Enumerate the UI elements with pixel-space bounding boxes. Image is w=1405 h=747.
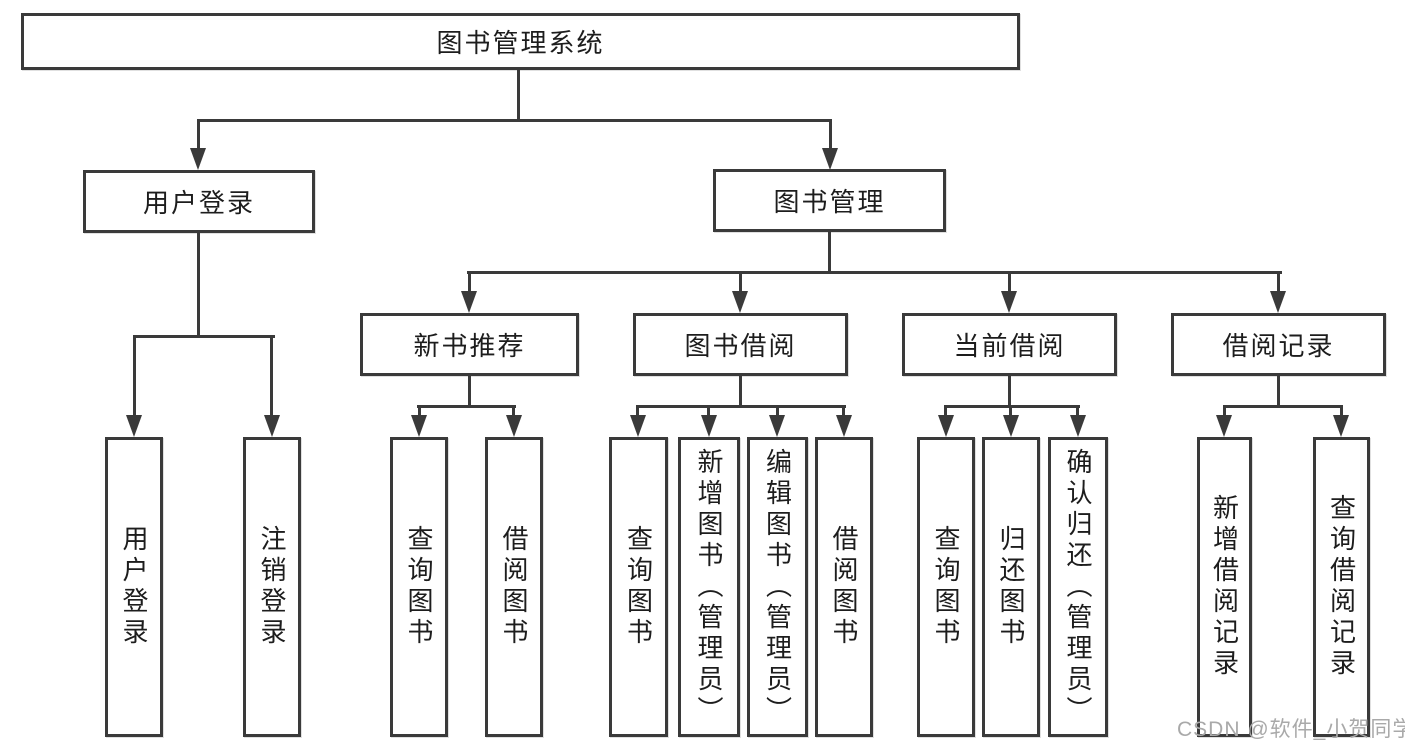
arrow-down-icon bbox=[701, 415, 717, 437]
leaf-add-borrow-record: 新增借阅记录 bbox=[1197, 437, 1252, 737]
connector-line bbox=[1223, 405, 1343, 408]
connector-line bbox=[1223, 405, 1226, 417]
connector-line bbox=[944, 405, 947, 417]
leaf-query-books: 查询图书 bbox=[390, 437, 448, 737]
arrow-down-icon bbox=[938, 415, 954, 437]
node-library-management-system: 图书管理系统 bbox=[21, 13, 1020, 70]
leaf-user-login: 用户登录 bbox=[105, 437, 163, 737]
arrow-down-icon bbox=[1216, 415, 1232, 437]
leaf-confirm-return-admin: 确认归还（管理员） bbox=[1048, 437, 1108, 737]
leaf-add-book-admin: 新增图书（管理员） bbox=[678, 437, 740, 737]
arrow-down-icon bbox=[769, 415, 785, 437]
arrow-down-icon bbox=[1001, 291, 1017, 313]
connector-line bbox=[1340, 405, 1343, 417]
connector-line bbox=[1009, 405, 1012, 417]
arrow-down-icon bbox=[836, 415, 852, 437]
leaf-return-books: 归还图书 bbox=[982, 437, 1040, 737]
connector-line bbox=[467, 271, 1282, 274]
connector-line bbox=[197, 233, 200, 336]
connector-line bbox=[707, 405, 710, 417]
leaf-query-borrow-record: 查询借阅记录 bbox=[1313, 437, 1370, 737]
node-book-management: 图书管理 bbox=[713, 169, 946, 232]
arrow-down-icon bbox=[1003, 415, 1019, 437]
connector-line bbox=[197, 119, 200, 152]
leaf-edit-book-admin: 编辑图书（管理员） bbox=[747, 437, 808, 737]
connector-line bbox=[829, 119, 832, 152]
connector-line bbox=[828, 232, 831, 273]
connector-line bbox=[739, 271, 742, 293]
connector-line bbox=[636, 405, 846, 408]
arrow-down-icon bbox=[264, 415, 280, 437]
connector-line bbox=[417, 405, 516, 408]
leaf-logout: 注销登录 bbox=[243, 437, 301, 737]
node-book-borrow: 图书借阅 bbox=[633, 313, 848, 376]
connector-line bbox=[1008, 376, 1011, 407]
connector-line bbox=[512, 405, 515, 417]
connector-line bbox=[776, 405, 779, 417]
arrow-down-icon bbox=[126, 415, 142, 437]
node-new-book-recommend: 新书推荐 bbox=[360, 313, 579, 376]
arrow-down-icon bbox=[1070, 415, 1086, 437]
connector-line bbox=[739, 376, 742, 407]
arrow-down-icon bbox=[1333, 415, 1349, 437]
connector-line bbox=[1277, 376, 1280, 407]
connector-line bbox=[636, 405, 639, 417]
connector-line bbox=[468, 376, 471, 407]
arrow-down-icon bbox=[461, 291, 477, 313]
node-borrow-records: 借阅记录 bbox=[1171, 313, 1386, 376]
connector-line bbox=[133, 335, 136, 417]
connector-line bbox=[842, 405, 845, 417]
connector-line bbox=[133, 335, 275, 338]
connector-line bbox=[1008, 271, 1011, 293]
connector-line bbox=[1076, 405, 1079, 417]
arrow-down-icon bbox=[506, 415, 522, 437]
connector-line bbox=[944, 405, 1080, 408]
arrow-down-icon bbox=[630, 415, 646, 437]
connector-line bbox=[517, 70, 520, 120]
arrow-down-icon bbox=[190, 148, 206, 170]
arrow-down-icon bbox=[822, 148, 838, 170]
node-user-login: 用户登录 bbox=[83, 170, 315, 233]
arrow-down-icon bbox=[732, 291, 748, 313]
connector-line bbox=[418, 405, 421, 417]
leaf-query-books: 查询图书 bbox=[609, 437, 668, 737]
csdn-watermark: CSDN @软件_小贺同学 bbox=[1177, 718, 1405, 741]
node-current-borrow: 当前借阅 bbox=[902, 313, 1117, 376]
arrow-down-icon bbox=[1270, 291, 1286, 313]
connector-line bbox=[468, 271, 471, 293]
arrow-down-icon bbox=[411, 415, 427, 437]
connector-line bbox=[270, 335, 273, 417]
connector-line bbox=[197, 119, 832, 122]
leaf-query-books: 查询图书 bbox=[917, 437, 975, 737]
leaf-borrow-books: 借阅图书 bbox=[815, 437, 873, 737]
connector-line bbox=[1277, 271, 1280, 293]
leaf-borrow-books: 借阅图书 bbox=[485, 437, 543, 737]
